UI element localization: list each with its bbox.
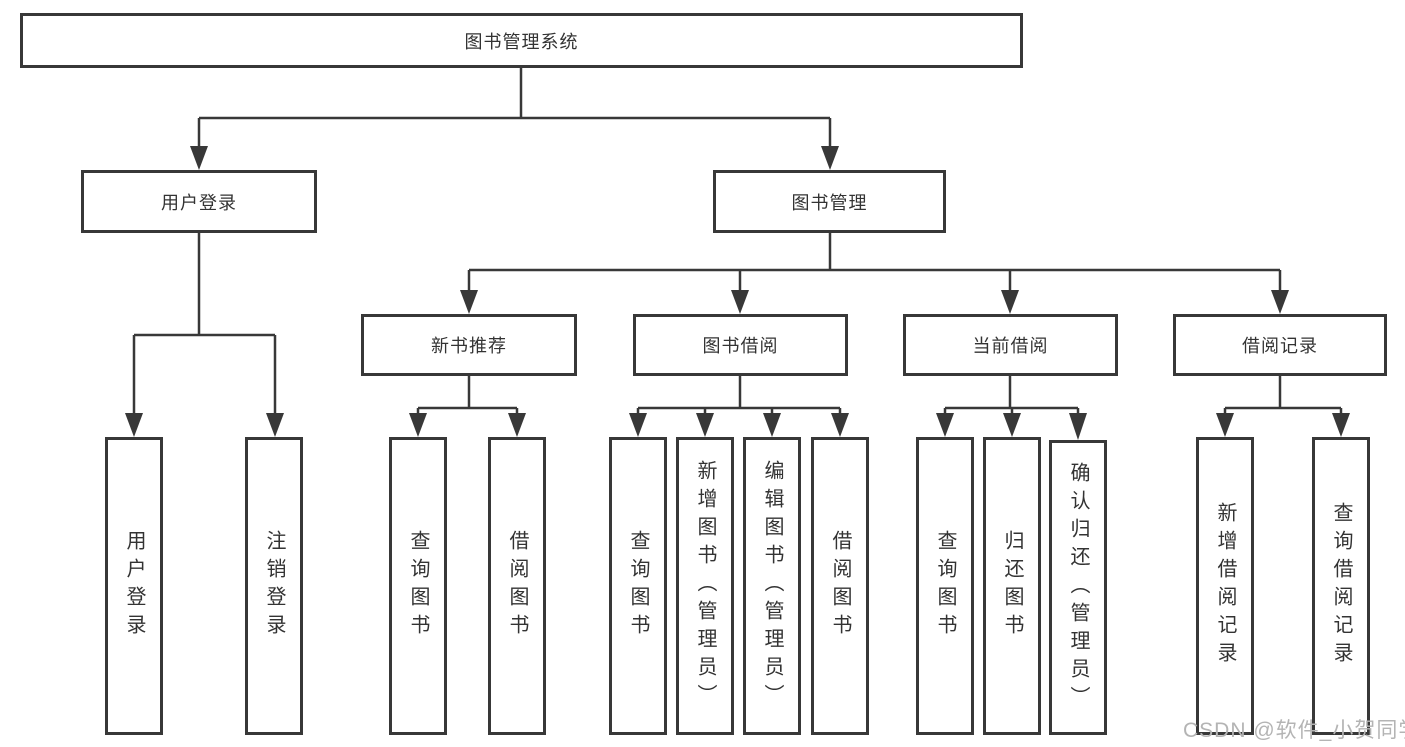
leaf-add-borrow-record: 新增借阅记录	[1196, 437, 1254, 735]
node-label: 新增图书（管理员）	[694, 460, 716, 712]
leaf-user-login: 用户登录	[105, 437, 163, 735]
leaf-edit-books-admin: 编辑图书（管理员）	[743, 437, 801, 735]
node-label: 图书管理	[791, 192, 868, 213]
leaf-logout: 注销登录	[245, 437, 303, 735]
node-label: 注销登录	[263, 530, 285, 642]
node-root-library-system: 图书管理系统	[20, 13, 1023, 68]
arrowhead-icons	[125, 146, 1350, 440]
leaf-query-books-current: 查询图书	[916, 437, 974, 735]
node-label: 借阅图书	[829, 530, 851, 642]
node-user-login: 用户登录	[81, 170, 317, 233]
node-label: 图书管理系统	[464, 31, 579, 52]
node-label: 查询图书	[407, 530, 429, 642]
node-label: 用户登录	[123, 530, 145, 642]
node-label: 新书推荐	[431, 336, 507, 356]
node-borrow-records: 借阅记录	[1173, 314, 1387, 376]
node-label: 查询图书	[627, 530, 649, 642]
node-book-borrow: 图书借阅	[633, 314, 848, 376]
node-book-management: 图书管理	[713, 170, 946, 233]
leaf-query-books-borrow: 查询图书	[609, 437, 667, 735]
leaf-query-books-recommend: 查询图书	[389, 437, 447, 735]
csdn-watermark: CSDN @软件_小贺同学	[1183, 719, 1405, 742]
node-label: 确认归还（管理员）	[1067, 461, 1089, 714]
node-label: 当前借阅	[972, 336, 1049, 356]
leaf-query-borrow-record: 查询借阅记录	[1312, 437, 1370, 735]
leaf-add-books-admin: 新增图书（管理员）	[676, 437, 734, 735]
node-label: 用户登录	[161, 192, 237, 213]
node-label: 查询图书	[934, 530, 956, 642]
leaf-borrow-books: 借阅图书	[811, 437, 869, 735]
node-label: 编辑图书（管理员）	[761, 460, 783, 712]
node-label: 新增借阅记录	[1214, 502, 1236, 670]
node-current-borrow: 当前借阅	[903, 314, 1118, 376]
node-label: 借阅记录	[1242, 336, 1318, 356]
leaf-confirm-return-admin: 确认归还（管理员）	[1049, 440, 1107, 735]
node-label: 归还图书	[1001, 530, 1023, 642]
leaf-borrow-books-recommend: 借阅图书	[488, 437, 546, 735]
node-label: 借阅图书	[506, 530, 528, 642]
node-label: 图书借阅	[702, 336, 779, 356]
node-label: 查询借阅记录	[1330, 502, 1352, 670]
node-new-book-recommend: 新书推荐	[361, 314, 577, 376]
leaf-return-books: 归还图书	[983, 437, 1041, 735]
